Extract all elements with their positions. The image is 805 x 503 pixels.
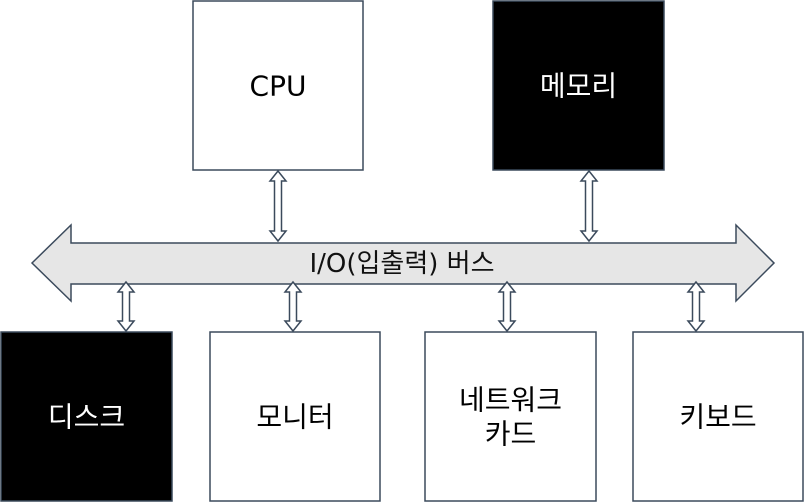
memory-connector-arrow — [579, 169, 599, 243]
network-card-connector-arrow — [497, 280, 517, 333]
monitor-box-rect — [209, 331, 381, 502]
monitor-connector-arrow — [283, 280, 303, 333]
cpu-label-line: CPU — [250, 70, 307, 103]
cpu-connector-arrow — [268, 169, 288, 243]
connectors — [116, 169, 706, 333]
io-bus-arrow — [30, 223, 776, 303]
network-card-label-line: 네트워크 — [459, 384, 562, 417]
memory-label-line: 메모리 — [540, 70, 617, 103]
disk-box: 디스크 — [0, 331, 173, 502]
network-card-box-rect — [424, 331, 597, 502]
keyboard-box-rect — [632, 331, 804, 502]
memory-box: 메모리 — [492, 0, 665, 171]
cpu-box: CPU — [192, 0, 364, 171]
network-card-label-line: 카드 — [485, 418, 537, 451]
io-bus: I/O(입출력) 버스 — [30, 223, 776, 303]
io-bus-label: I/O(입출력) 버스 — [309, 249, 494, 279]
memory-box-rect — [492, 0, 665, 171]
monitor-box: 모니터 — [209, 331, 381, 502]
keyboard-connector-arrow — [686, 280, 706, 333]
monitor-label-line: 모니터 — [256, 401, 333, 434]
keyboard-box: 키보드 — [632, 331, 804, 502]
disk-label-line: 디스크 — [48, 401, 125, 434]
keyboard-label-line: 키보드 — [679, 401, 756, 434]
cpu-box-rect — [192, 0, 364, 171]
disk-connector-arrow — [116, 280, 136, 333]
disk-box-rect — [0, 331, 173, 502]
